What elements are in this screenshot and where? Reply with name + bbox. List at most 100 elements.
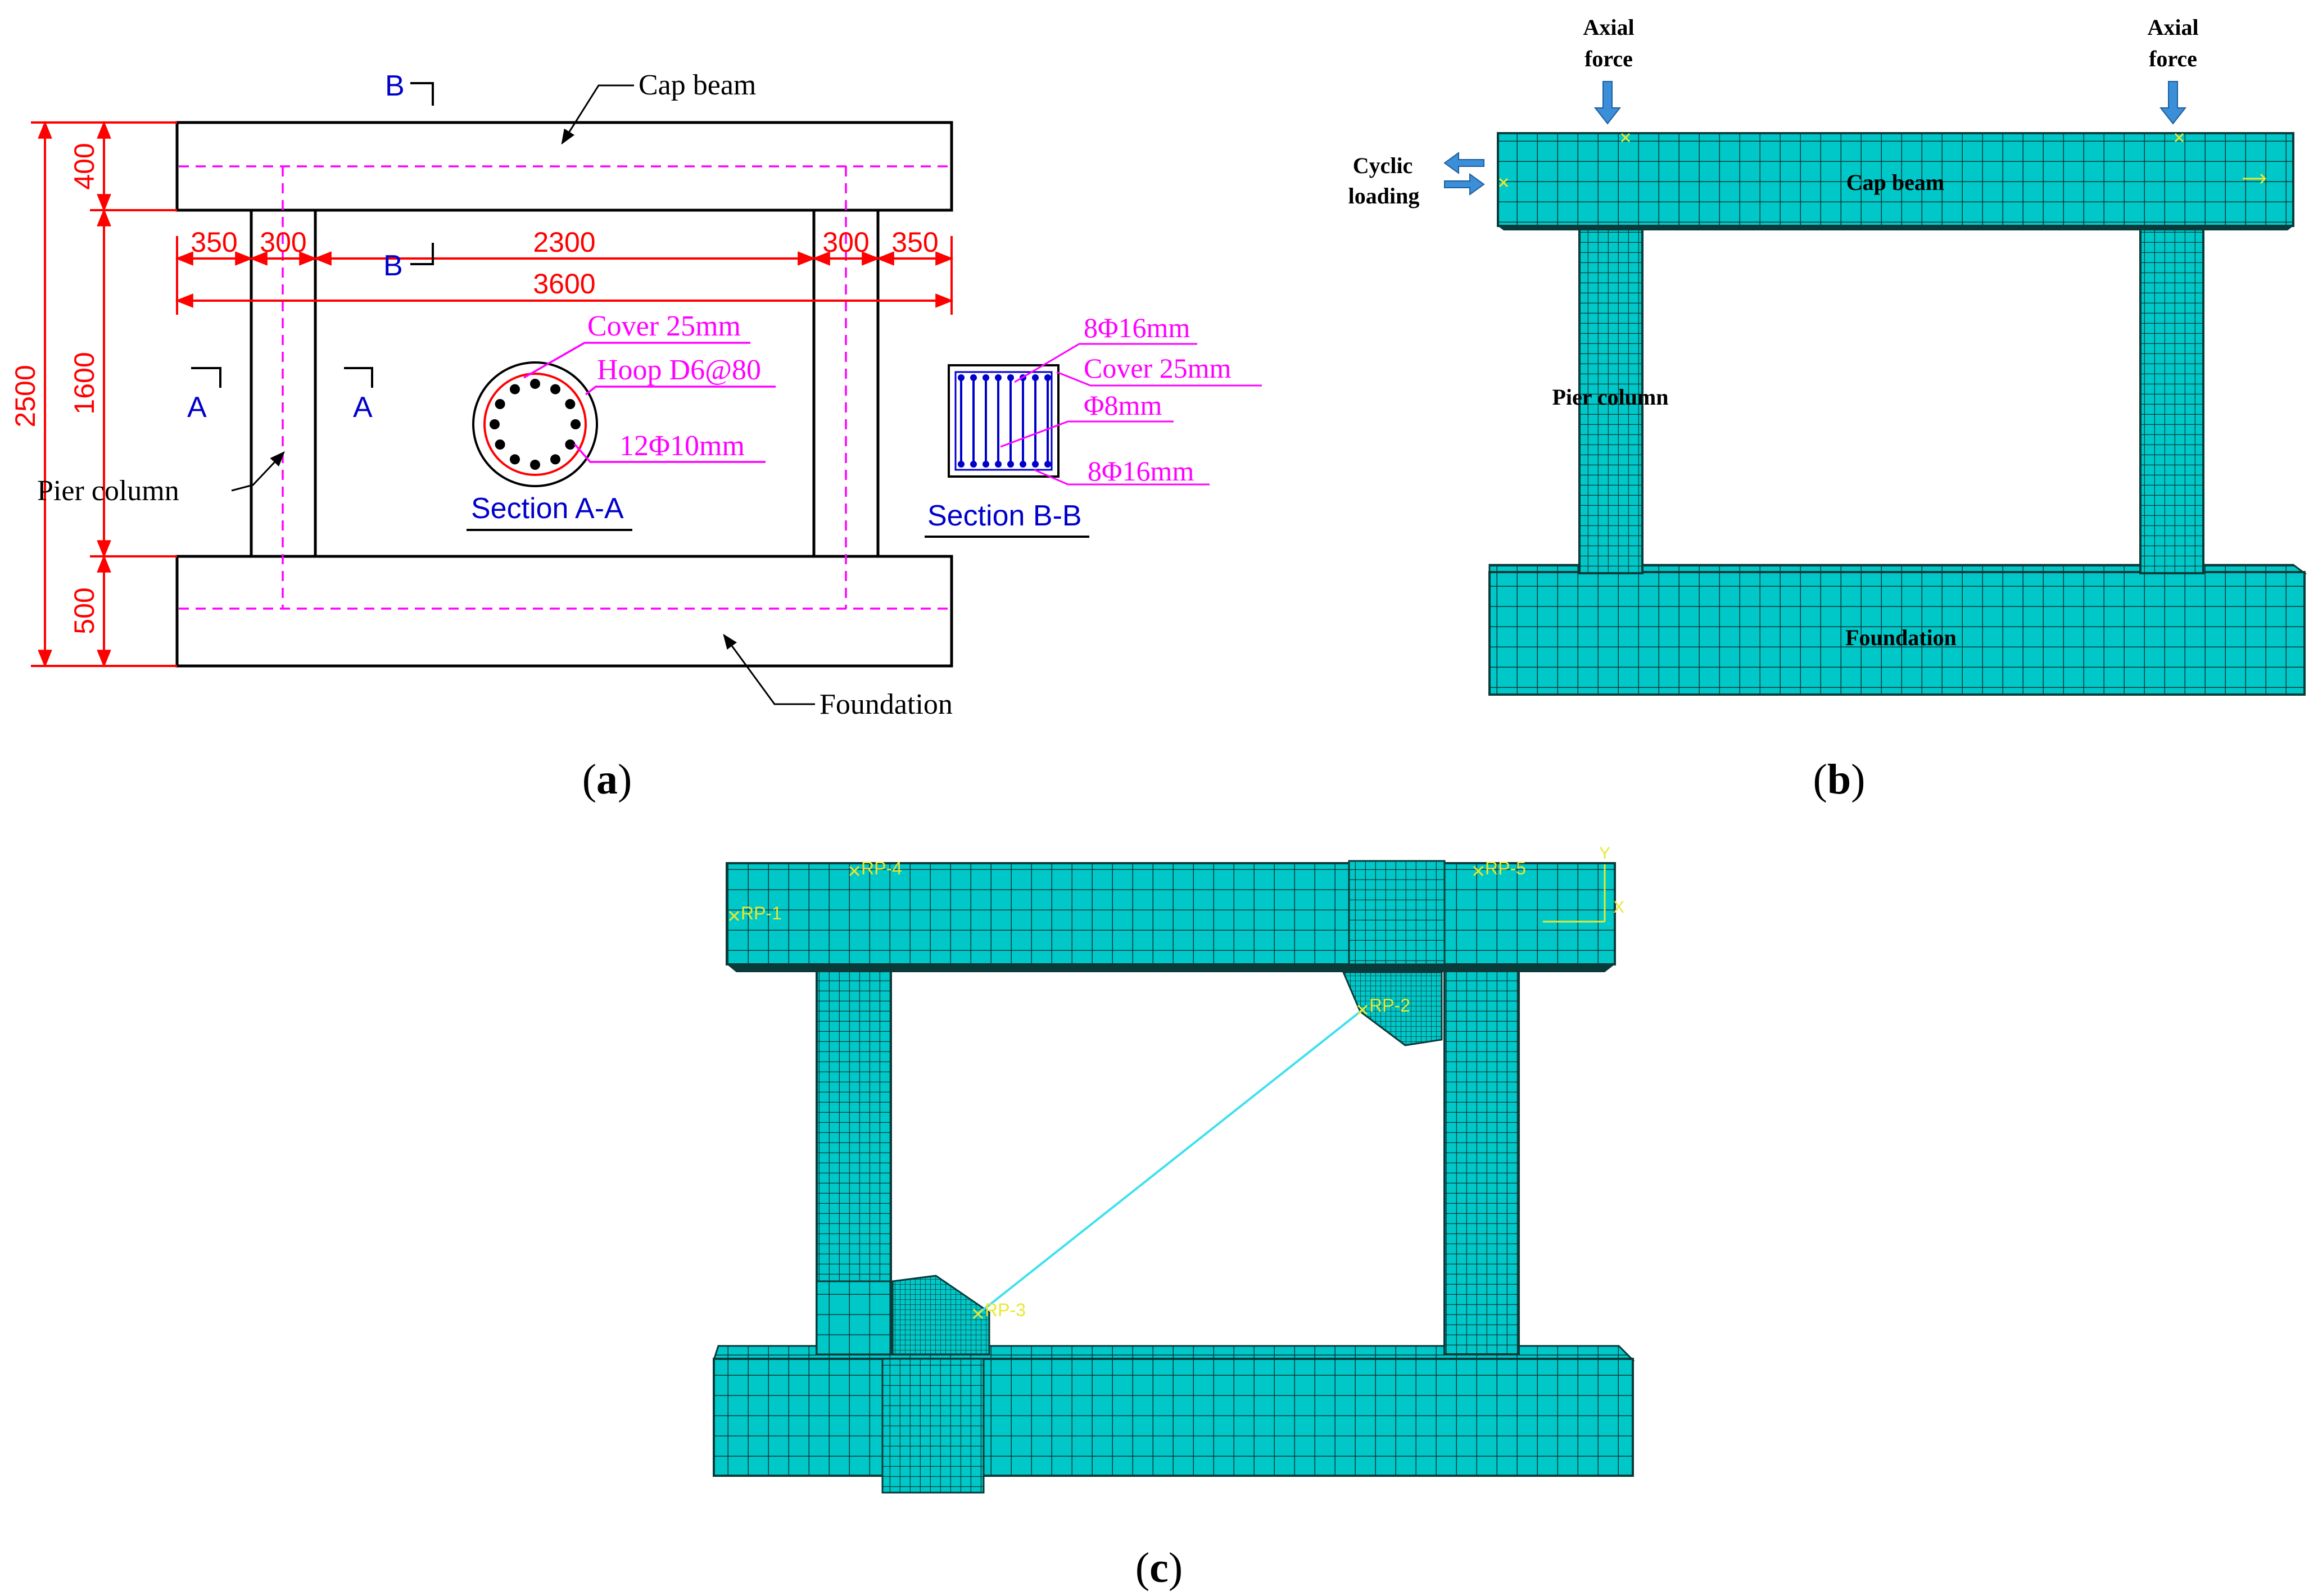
dim-total-width: 3600 xyxy=(533,268,595,300)
section-bb-rebar-dot xyxy=(958,374,965,381)
section-aa-rebar-dot xyxy=(571,419,581,429)
section-bb-rebar-dot xyxy=(983,461,989,468)
b-cyclic-loading-label-line2: loading xyxy=(1348,183,1420,208)
section-bb-rebar-dot xyxy=(1007,461,1014,468)
section-bb-rebar-dot xyxy=(1007,374,1014,381)
panel-c-fe-model-with-brace: RP-1 RP-4 RP-2 RP-3 RP-5 Y X (c) xyxy=(712,844,1635,1592)
cap-beam-leader xyxy=(561,84,634,145)
cap-beam-outline xyxy=(175,121,953,212)
dim-left-column-width: 300 xyxy=(260,226,306,258)
section-bb-rebar-dot xyxy=(1044,461,1051,468)
c-cap-beam-refined-zone xyxy=(1348,860,1446,965)
section-cut-marks xyxy=(191,82,434,388)
foundation-leader xyxy=(723,633,815,705)
section-b-mark-bottom: B xyxy=(383,250,403,282)
section-bb-top-bars-label: 8Φ16mm xyxy=(1084,312,1190,343)
dim-right-column-width: 300 xyxy=(822,226,869,258)
section-aa-rebar-dot xyxy=(510,384,520,395)
dim-total-height: 2500 xyxy=(10,365,41,427)
section-bb-rebar-dot xyxy=(1020,461,1026,468)
section-aa-detail xyxy=(472,361,598,487)
b-cap-beam-bottom-face xyxy=(1498,226,2293,230)
section-bb-rebar-dot xyxy=(1044,374,1051,381)
dim-foundation-height: 500 xyxy=(69,587,100,634)
section-a-mark-left: A xyxy=(187,391,207,424)
pier-column-label: Pier column xyxy=(37,475,179,507)
section-aa-longitudinal-label: 12Φ10mm xyxy=(619,430,745,462)
section-aa-rebar-dot xyxy=(530,379,540,389)
c-foundation-refined-zone xyxy=(881,1358,985,1494)
section-bb-bottom-bars-label: 8Φ16mm xyxy=(1088,455,1194,487)
b-cap-beam-label: Cap beam xyxy=(1846,170,1944,195)
horizontal-dimensions xyxy=(175,236,954,315)
c-rp5-label: RP-5 xyxy=(1485,858,1526,878)
section-aa-rebar-dot xyxy=(490,419,500,429)
section-aa-cover-label: Cover 25mm xyxy=(587,310,741,342)
c-cap-beam-block xyxy=(726,862,1616,965)
foundation-label: Foundation xyxy=(820,688,953,720)
reinforcement-lines xyxy=(179,165,950,610)
section-bb-rebar-dot xyxy=(983,374,989,381)
c-rp2-label: RP-2 xyxy=(1369,995,1410,1015)
b-cyclic-arrow-right xyxy=(1444,173,1485,196)
vertical-dimensions xyxy=(31,120,177,668)
section-bb-detail xyxy=(948,364,1060,478)
cap-beam-label: Cap beam xyxy=(639,69,756,101)
section-aa-rebar-dot xyxy=(550,454,560,465)
c-axis-y-label: Y xyxy=(1599,844,1610,863)
section-b-mark-top: B xyxy=(385,70,405,102)
c-right-pier-column xyxy=(1443,960,1520,1355)
section-bb-title: Section B-B xyxy=(927,500,1082,532)
b-axial-force-label-left-line2: force xyxy=(1584,46,1633,71)
c-rp4-label: RP-4 xyxy=(861,858,902,878)
c-left-column-base-zone xyxy=(816,1280,892,1355)
b-foundation-label: Foundation xyxy=(1845,625,1957,650)
b-pier-column-label: Pier column xyxy=(1552,384,1668,410)
c-lower-connector-block xyxy=(891,1275,990,1355)
section-aa-hoop-label: Hoop D6@80 xyxy=(597,354,761,386)
b-cap-beam-block xyxy=(1497,132,2294,227)
section-aa-rebar-dot xyxy=(565,439,576,450)
b-axial-force-label-right-line1: Axial xyxy=(2147,15,2198,40)
b-axial-force-arrow-right xyxy=(2159,81,2187,125)
dim-clear-span: 2300 xyxy=(533,226,595,258)
caption-b: (b) xyxy=(1813,756,1866,803)
section-aa-rebar-dot xyxy=(530,460,540,470)
b-foundation-block xyxy=(1488,571,2306,696)
section-bb-rebar-dot xyxy=(995,461,1002,468)
dim-cap-height: 400 xyxy=(69,143,100,189)
c-reference-points xyxy=(728,865,1484,1320)
section-aa-rebar-dot xyxy=(565,399,576,409)
c-foundation-block xyxy=(713,1358,1634,1477)
foundation-outline xyxy=(175,555,953,668)
c-upper-connector-block xyxy=(1342,971,1443,1046)
b-axial-force-label-left-line1: Axial xyxy=(1583,15,1634,40)
b-axial-force-label-right-line2: force xyxy=(2149,46,2197,71)
section-bb-rebar-grid xyxy=(958,374,1051,468)
section-bb-rebar-dot xyxy=(995,374,1002,381)
dim-column-height: 1600 xyxy=(69,352,100,414)
c-rp1-label: RP-1 xyxy=(741,903,782,923)
c-axis-triad xyxy=(1543,864,1606,923)
pier-column-leader xyxy=(231,451,285,492)
section-bb-cover-label: Cover 25mm xyxy=(1084,352,1232,384)
b-cyclic-loading-label-line1: Cyclic xyxy=(1353,153,1413,178)
b-axial-force-arrow-left xyxy=(1593,81,1622,125)
panel-b-fe-model: Axial force Axial force Cyclic loading C… xyxy=(1348,15,2307,803)
section-aa-leaders xyxy=(523,342,776,463)
dim-left-overhang: 350 xyxy=(191,226,237,258)
b-left-pier-column xyxy=(1578,224,1644,574)
c-axis-x-label: X xyxy=(1613,898,1624,917)
section-bb-rebar-dot xyxy=(1032,374,1039,381)
section-aa-rebar-dot xyxy=(495,439,505,450)
section-bb-stirrup-label: Φ8mm xyxy=(1084,389,1162,421)
section-aa-rebar-dot xyxy=(550,384,560,395)
dim-right-overhang: 350 xyxy=(891,226,938,258)
section-bb-rebar-dot xyxy=(970,461,977,468)
b-cyclic-arrow-left xyxy=(1443,152,1484,174)
c-rp3-label: RP-3 xyxy=(985,1300,1026,1320)
b-reference-points xyxy=(1498,133,2267,188)
section-a-mark-right: A xyxy=(353,391,373,424)
section-aa-longitudinal-bars xyxy=(490,379,581,470)
section-aa-title: Section A-A xyxy=(471,492,624,525)
